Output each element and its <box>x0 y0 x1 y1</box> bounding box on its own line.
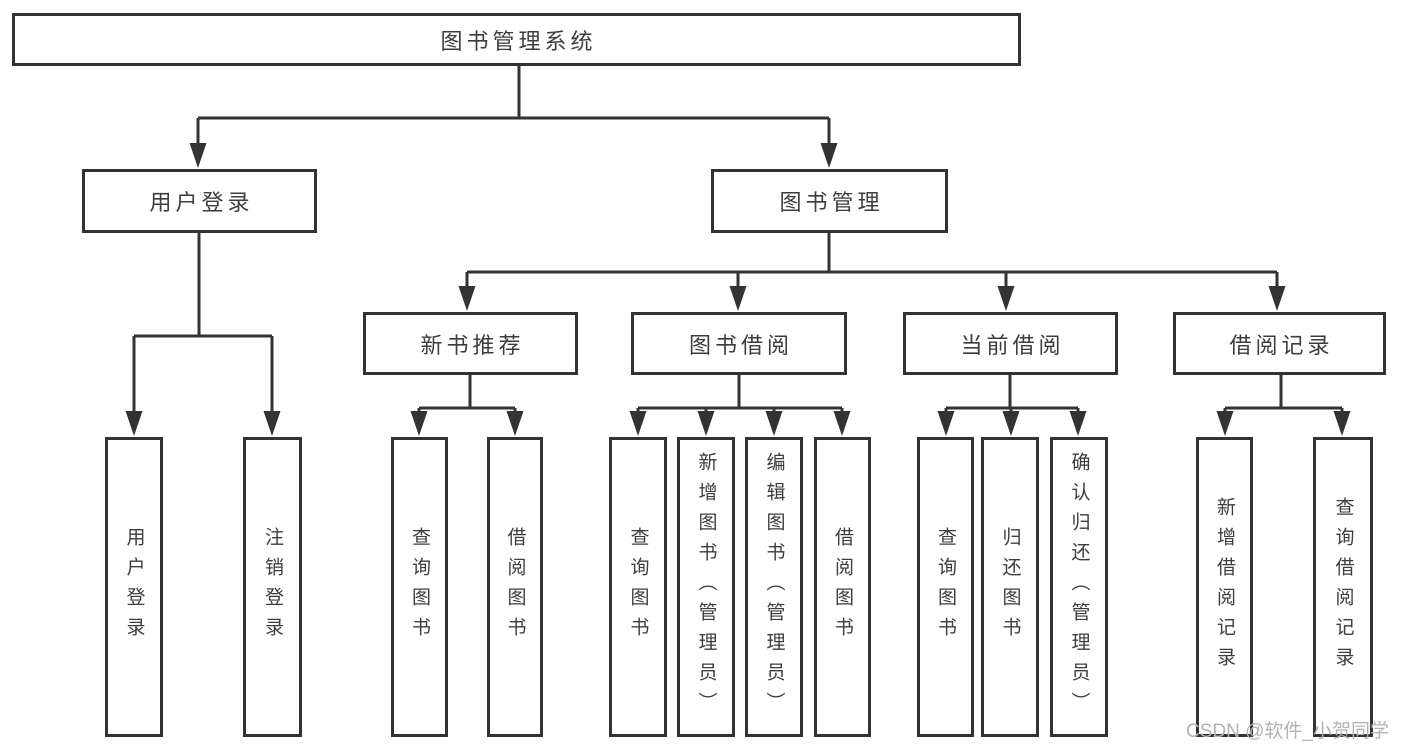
leaf-query-book-2: 查询图书 <box>609 437 667 737</box>
leaf-user-login: 用户登录 <box>105 437 163 737</box>
node-book-borrow: 图书借阅 <box>631 312 847 375</box>
node-borrow-record: 借阅记录 <box>1173 312 1386 375</box>
arrow-down-icon <box>833 411 851 436</box>
leaf-return-book: 归还图书 <box>981 437 1039 737</box>
arrow-down-icon <box>937 411 955 436</box>
leaf-confirm-return-admin: 确认归还（管理员） <box>1050 437 1108 737</box>
arrow-down-icon <box>697 411 715 436</box>
leaf-borrow-book-2: 借阅图书 <box>814 437 871 737</box>
arrow-down-icon <box>189 143 207 168</box>
arrow-down-icon <box>729 286 747 311</box>
leaf-add-borrow-record: 新增借阅记录 <box>1196 437 1253 737</box>
arrow-down-icon <box>1002 411 1020 436</box>
leaf-add-book-admin: 新增图书（管理员） <box>677 437 735 737</box>
leaf-borrow-book-1: 借阅图书 <box>487 437 543 737</box>
node-current-borrow: 当前借阅 <box>903 312 1118 375</box>
arrow-down-icon <box>506 411 524 436</box>
arrow-down-icon <box>629 411 647 436</box>
arrow-down-icon <box>765 411 783 436</box>
leaf-query-borrow-record: 查询借阅记录 <box>1313 437 1373 737</box>
arrow-down-icon <box>1216 411 1234 436</box>
arrow-down-icon <box>410 411 428 436</box>
arrow-down-icon <box>1268 286 1286 311</box>
leaf-query-book-1: 查询图书 <box>391 437 448 737</box>
leaf-query-book-3: 查询图书 <box>917 437 974 737</box>
arrow-down-icon <box>997 286 1015 311</box>
arrow-down-icon <box>263 411 281 436</box>
leaf-logout: 注销登录 <box>243 437 302 737</box>
arrow-down-icon <box>125 411 143 436</box>
arrow-down-icon <box>458 286 476 311</box>
node-new-book-recommend: 新书推荐 <box>363 312 578 375</box>
arrowhead-icons <box>125 143 1351 436</box>
csdn-watermark: CSDN @软件_小贺同学 <box>1186 721 1389 742</box>
node-user-login-branch: 用户登录 <box>82 169 317 233</box>
node-book-management-branch: 图书管理 <box>711 169 948 233</box>
arrow-down-icon <box>1333 411 1351 436</box>
arrow-down-icon <box>1069 411 1087 436</box>
node-library-management-system: 图书管理系统 <box>12 13 1021 66</box>
arrow-down-icon <box>820 143 838 168</box>
leaf-edit-book-admin: 编辑图书（管理员） <box>745 437 803 737</box>
